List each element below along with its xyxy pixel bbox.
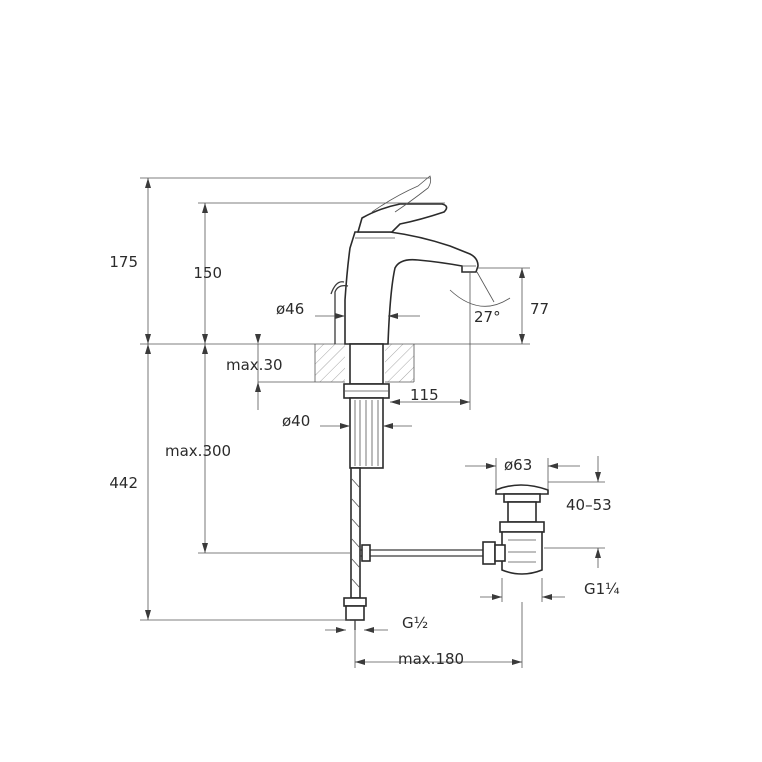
faucet-body	[330, 175, 479, 345]
label-hose-length: 442	[109, 474, 138, 492]
label-shank-diameter: ø40	[282, 412, 310, 430]
label-spout-angle: 27°	[474, 308, 501, 326]
label-spout-clearance: 77	[530, 300, 549, 318]
faucet-shank	[343, 343, 390, 469]
label-max-pop-up-distance: max.180	[398, 650, 464, 668]
label-waste-range: 40–53	[566, 496, 612, 514]
label-spout-reach: 115	[410, 386, 439, 404]
dimension-lines	[140, 177, 605, 668]
label-total-height: 175	[109, 253, 138, 271]
label-hose-thread: G½	[402, 614, 428, 632]
pop-up-linkage	[360, 541, 496, 565]
label-max-below-deck: max.300	[165, 442, 231, 460]
countertop	[314, 344, 415, 383]
pop-up-waste	[494, 484, 549, 575]
supply-hose	[343, 467, 367, 630]
label-waste-diameter: ø63	[504, 456, 532, 474]
arrow-heads	[145, 178, 601, 665]
label-waste-thread: G1¼	[584, 580, 620, 598]
label-spout-height: 150	[193, 264, 222, 282]
label-base-diameter: ø46	[276, 300, 304, 318]
label-max-deck-thickness: max.30	[226, 356, 283, 374]
